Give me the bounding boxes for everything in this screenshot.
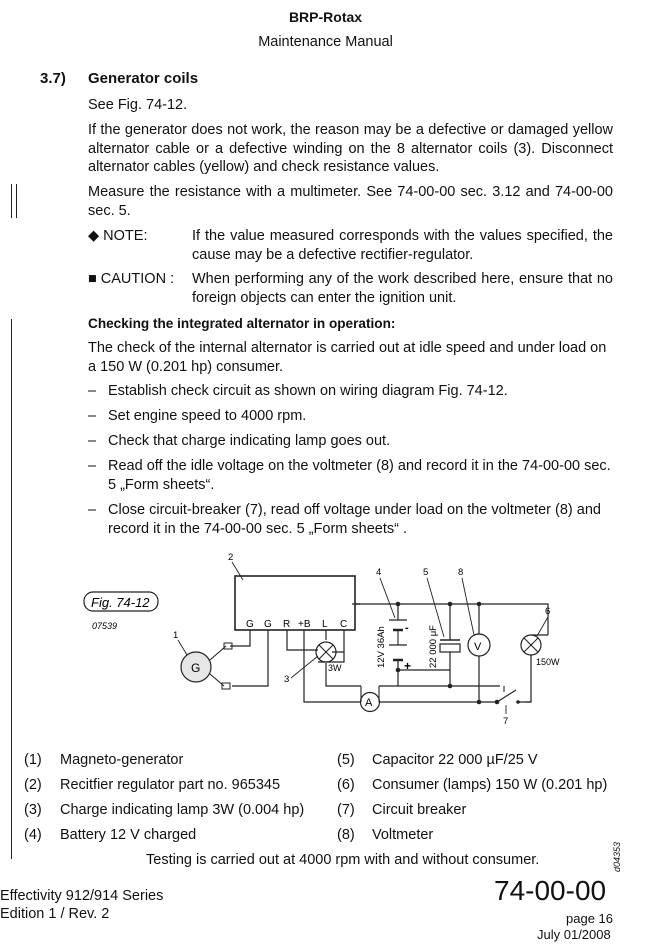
circuit-breaker-switch	[496, 689, 517, 703]
ammeter-label: A	[365, 697, 373, 709]
terminal-label: +B	[298, 619, 311, 630]
regulator-box	[234, 575, 356, 631]
note-text: If the value measured corresponds with t…	[192, 228, 613, 263]
list-item: Check that charge indicating lamp goes o…	[108, 433, 391, 449]
footer-edition: Edition 1 / Rev. 2	[0, 906, 110, 922]
battery-minus: -	[405, 622, 409, 634]
legend-text: Capacitor 22 000 µF/25 V	[372, 752, 538, 768]
subsection-heading: Checking the integrated alternator in op…	[88, 316, 396, 331]
change-bar	[16, 184, 18, 218]
legend-text: Charge indicating lamp 3W (0.004 hp)	[60, 802, 305, 818]
figure-label-box	[83, 591, 159, 612]
list-item: Set engine speed to 4000 rpm.	[108, 408, 307, 424]
legend-text: Battery 12 V charged	[60, 827, 197, 843]
change-bar	[11, 319, 13, 859]
connector-plug	[221, 682, 231, 690]
generator-symbol	[180, 651, 212, 683]
terminal-label: L	[322, 619, 328, 630]
list-dash: –	[88, 433, 97, 449]
callout-number: 7	[503, 716, 508, 727]
load-lamp-label: 150W	[536, 657, 560, 667]
caution-label: ■ CAUTION :	[88, 271, 175, 287]
connector-plug	[223, 642, 233, 650]
manual-title: Maintenance Manual	[258, 34, 393, 50]
list-item: Close circuit-breaker (7), read off volt…	[108, 502, 601, 537]
callout-number: 4	[376, 567, 381, 578]
note-label: ◆ NOTE:	[88, 228, 148, 244]
list-dash: –	[88, 383, 97, 399]
legend-number: (6)	[337, 777, 355, 793]
generator-label: G	[191, 661, 200, 675]
legend-number: (7)	[337, 802, 355, 818]
side-code: d04353	[612, 841, 622, 872]
list-item: Read off the idle voltage on the voltmet…	[108, 458, 611, 493]
wires	[230, 603, 549, 703]
callout-number: 8	[458, 567, 463, 578]
legend-text: Circuit breaker	[372, 802, 467, 818]
legend-number: (8)	[337, 827, 355, 843]
section-number: 3.7)	[40, 70, 66, 87]
terminal-label: R	[283, 619, 290, 630]
footer-page: page 16	[566, 911, 613, 926]
footer-chapter: 74-00-00	[494, 875, 607, 906]
legend-number: (5)	[337, 752, 355, 768]
callout-number: 5	[423, 567, 428, 578]
testing-note: Testing is carried out at 4000 rpm with …	[146, 852, 540, 868]
callouts: 2 1 3 4 5 8 6 7	[173, 552, 550, 727]
section-title: Generator coils	[88, 70, 199, 87]
check-paragraph: The check of the internal alternator is …	[88, 340, 607, 375]
callout-number: 3	[284, 674, 289, 685]
footer-effectivity: Effectivity 912/914 Series	[0, 888, 164, 904]
caution-text: When performing any of the work describe…	[192, 271, 613, 306]
see-fig-text: See Fig. 74-12.	[88, 97, 188, 113]
manual-company: BRP-Rotax	[288, 9, 363, 25]
battery-label: 12V 36Ah	[376, 626, 387, 668]
voltmeter-symbol	[467, 633, 491, 657]
list-dash: –	[88, 458, 97, 474]
voltmeter-label: V	[474, 641, 482, 653]
legend-text: Voltmeter	[372, 827, 434, 843]
figure-code: 07539	[92, 621, 117, 631]
list-dash: –	[88, 408, 97, 424]
charge-lamp-symbol	[315, 641, 337, 663]
legend-number: (3)	[24, 802, 42, 818]
callout-number: 2	[228, 552, 233, 563]
charge-lamp-label: 3W	[328, 663, 342, 673]
callout-number: 6	[545, 606, 550, 617]
wiring-diagram: Fig. 74-12 07539 G G R +B L C	[83, 552, 560, 727]
terminal-label: C	[340, 619, 347, 630]
capacitor-plate	[439, 643, 461, 653]
callout-number: 1	[173, 630, 178, 641]
legend-number: (1)	[24, 752, 42, 768]
legend-text: Consumer (lamps) 150 W (0.201 hp)	[372, 777, 608, 793]
callout-leaders	[177, 561, 549, 714]
list-dash: –	[88, 502, 97, 518]
footer-date: July 01/2008	[537, 927, 611, 942]
terminal-label: G	[264, 619, 272, 630]
capacitor-label: 22 000 μF	[428, 625, 439, 668]
battery-plus: +	[404, 659, 411, 673]
legend-text: Magneto-generator	[60, 752, 184, 768]
legend-number: (4)	[24, 827, 42, 843]
list-item: Establish check circuit as shown on wiri…	[108, 383, 508, 399]
measure-paragraph: Measure the resistance with a multimeter…	[88, 184, 613, 219]
legend-number: (2)	[24, 777, 42, 793]
figure-label: Fig. 74-12	[91, 595, 150, 610]
legend-text: Recitfier regulator part no. 965345	[60, 777, 281, 793]
intro-paragraph: If the generator does not work, the reas…	[88, 122, 613, 175]
terminal-label: G	[246, 619, 254, 630]
change-bar	[11, 184, 13, 218]
